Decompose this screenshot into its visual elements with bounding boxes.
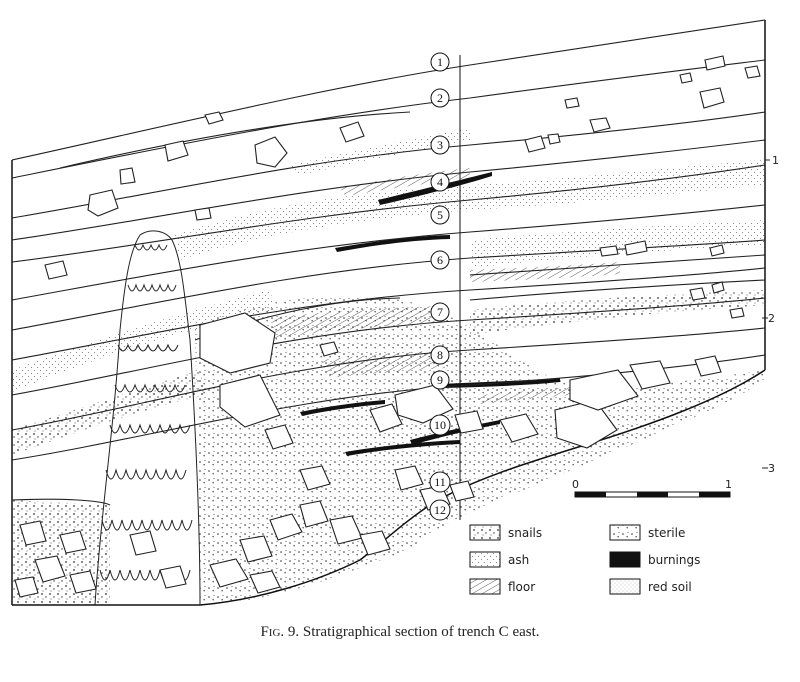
svg-text:snails: snails <box>508 526 542 540</box>
ash-band-upper <box>290 128 470 175</box>
layer-marker: 2 <box>430 88 450 108</box>
svg-text:10: 10 <box>434 418 446 432</box>
burning-lens <box>345 440 460 456</box>
legend-item-burnings: burnings <box>609 551 700 568</box>
snails-band-left <box>12 370 205 455</box>
depth-marks: 1 2 3 <box>762 154 779 475</box>
svg-text:floor: floor <box>508 580 535 594</box>
snails-band-right <box>470 290 765 335</box>
svg-text:sterile: sterile <box>648 526 685 540</box>
svg-text:4: 4 <box>437 175 443 189</box>
svg-text:5: 5 <box>437 208 443 222</box>
layer-marker: 8 <box>430 345 450 365</box>
ash-band-left <box>12 290 275 392</box>
stones <box>14 55 761 598</box>
svg-text:6: 6 <box>437 253 443 267</box>
floor-band-2 <box>270 306 440 338</box>
legend-item-snails: snails <box>469 524 542 541</box>
depth-mark-2: 2 <box>768 312 775 325</box>
svg-text:9: 9 <box>437 373 443 387</box>
scale-bar: 0 1 <box>572 478 732 498</box>
layer-number-markers: 1 2 3 4 5 6 7 8 9 10 11 12 <box>429 52 451 521</box>
svg-text:12: 12 <box>434 503 446 517</box>
ash-band-right <box>470 220 765 268</box>
svg-text:8: 8 <box>437 348 443 362</box>
legend-item-ash: ash <box>469 551 529 568</box>
scale-end-label: 1 <box>725 478 732 491</box>
floor-band-3 <box>320 350 445 378</box>
layer-marker: 3 <box>430 135 450 155</box>
layer-marker: 6 <box>430 250 450 270</box>
layer-marker: 12 <box>429 499 451 521</box>
layer-marker: 7 <box>430 302 450 322</box>
figure-number: Fig. 9. <box>260 624 300 640</box>
layer-marker: 9 <box>430 370 450 390</box>
burning-lens <box>335 235 450 252</box>
figure-caption-text: Stratigraphical section of trench C east… <box>302 624 540 640</box>
depth-mark-1: 1 <box>772 154 779 167</box>
svg-text:11: 11 <box>434 475 446 489</box>
svg-text:7: 7 <box>437 305 443 319</box>
legend: snails ash floor sterile burnings red so… <box>469 524 700 595</box>
layer-marker: 10 <box>429 414 451 436</box>
svg-text:ash: ash <box>508 553 529 567</box>
layer-marker: 11 <box>429 471 451 493</box>
svg-text:red soil: red soil <box>648 580 692 594</box>
burning-lens <box>300 400 385 416</box>
layer-marker: 1 <box>430 52 450 72</box>
legend-item-floor: floor <box>469 578 535 595</box>
svg-text:1: 1 <box>437 55 443 69</box>
scale-start-label: 0 <box>572 478 579 491</box>
svg-text:burnings: burnings <box>648 553 700 567</box>
legend-item-red-soil: red soil <box>609 578 692 595</box>
legend-item-sterile: sterile <box>609 524 685 541</box>
layer-marker: 4 <box>430 172 450 192</box>
layer-marker: 5 <box>430 205 450 225</box>
svg-text:2: 2 <box>437 91 443 105</box>
depth-mark-3: 3 <box>768 462 775 475</box>
layer-boundaries <box>11 19 766 506</box>
svg-text:3: 3 <box>437 138 443 152</box>
figure-caption: Fig. 9. Stratigraphical section of trenc… <box>0 624 800 641</box>
